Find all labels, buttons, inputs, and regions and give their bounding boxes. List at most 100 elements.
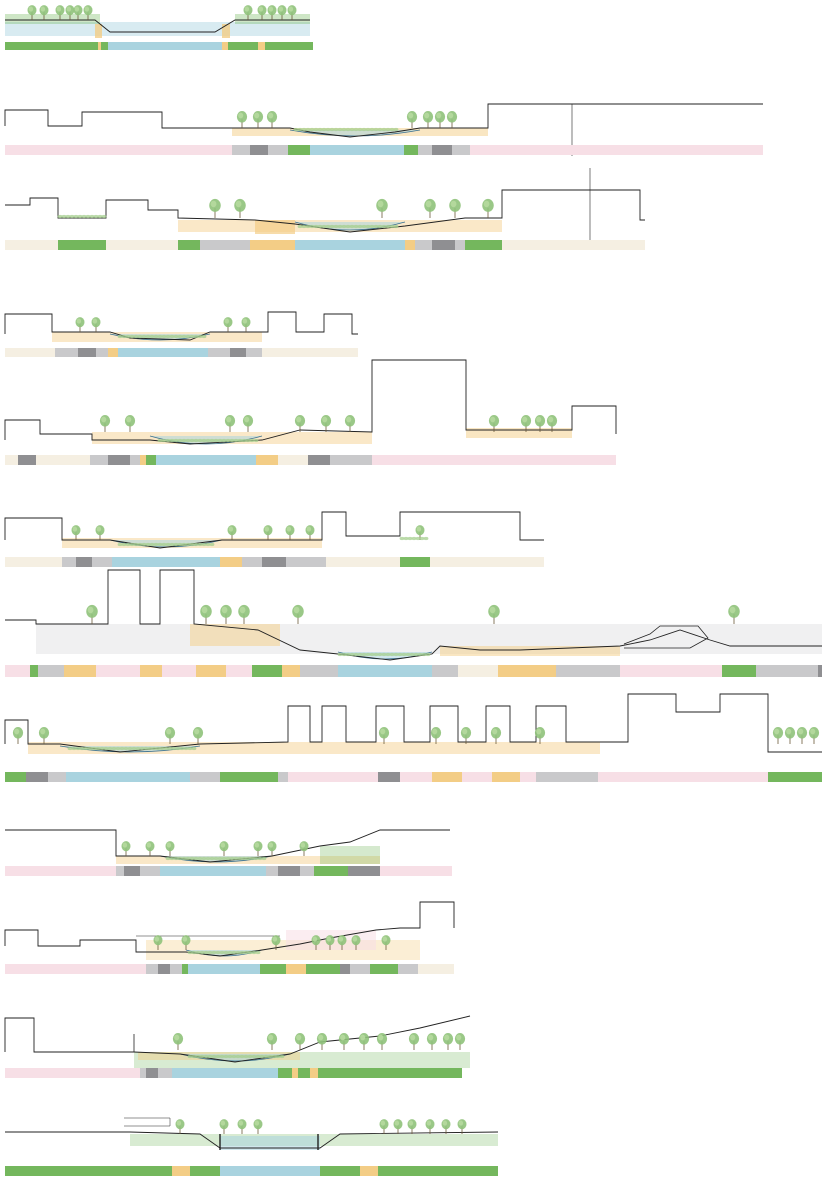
tree — [27, 5, 37, 20]
tree — [488, 604, 500, 624]
shrub — [197, 856, 203, 861]
legend-bar — [5, 348, 358, 357]
shrub — [385, 224, 391, 229]
shrub — [197, 438, 203, 443]
tree-highlight — [254, 112, 260, 119]
shrub — [57, 214, 63, 219]
shrub — [203, 950, 209, 955]
shrub — [77, 214, 83, 219]
tree-highlight — [424, 112, 430, 119]
shrub — [195, 950, 201, 955]
legend-segment — [146, 1068, 158, 1078]
tree-highlight — [462, 728, 468, 735]
shrub — [191, 950, 197, 955]
legend-bar — [5, 1068, 462, 1078]
shrub — [155, 746, 161, 751]
legend-segment — [250, 240, 295, 250]
shrub — [95, 746, 101, 751]
legend-segment — [295, 240, 405, 250]
shrub — [99, 746, 105, 751]
legend-segment — [190, 772, 220, 782]
shrub — [301, 224, 307, 229]
legend-segment — [108, 42, 222, 50]
shrub — [413, 652, 419, 657]
legend-segment — [378, 1166, 498, 1176]
shrub — [165, 856, 171, 861]
shrub — [149, 334, 155, 339]
shrub — [235, 950, 241, 955]
legend-segment — [278, 866, 300, 876]
shrub — [75, 746, 81, 751]
legend-segment — [96, 348, 108, 357]
shrub — [205, 542, 211, 547]
legend-segment — [76, 557, 92, 567]
shrub — [81, 214, 87, 219]
legend-segment — [432, 145, 452, 155]
shrub — [129, 542, 135, 547]
shrub — [157, 334, 163, 339]
tree-highlight — [92, 318, 98, 324]
tree — [252, 111, 264, 128]
tree — [425, 1119, 435, 1134]
tree — [728, 604, 740, 624]
shrub — [173, 542, 179, 547]
tree — [165, 841, 175, 856]
legend-segment — [160, 866, 266, 876]
shrub — [193, 334, 199, 339]
tree-highlight — [380, 728, 386, 735]
shrub — [149, 542, 155, 547]
shrub — [353, 652, 359, 657]
shrub — [417, 652, 423, 657]
shrub — [145, 542, 151, 547]
tree — [83, 5, 93, 20]
tree — [422, 111, 434, 128]
shrub — [389, 652, 395, 657]
shrub — [141, 542, 147, 547]
tree — [95, 525, 105, 540]
tree-highlight — [490, 416, 496, 423]
shrub — [121, 542, 127, 547]
shrub — [153, 334, 159, 339]
shrub — [309, 224, 315, 229]
legend-segment — [458, 665, 498, 677]
shrub — [179, 746, 185, 751]
tree-highlight — [288, 6, 294, 12]
shrub — [189, 438, 195, 443]
shrub — [245, 856, 251, 861]
legend-segment — [5, 240, 58, 250]
shrub — [125, 542, 131, 547]
legend-segment — [124, 866, 140, 876]
shrub — [369, 224, 375, 229]
shrub — [353, 224, 359, 229]
tree-highlight — [166, 842, 172, 848]
legend-segment — [326, 557, 400, 567]
tree — [253, 841, 263, 856]
legend-segment — [288, 772, 378, 782]
shrub — [211, 1054, 217, 1059]
legend-segment — [415, 240, 432, 250]
tree-highlight — [238, 1120, 244, 1126]
shrub — [317, 127, 323, 132]
shrub — [279, 1054, 285, 1059]
shrub — [213, 856, 219, 861]
tree — [234, 198, 246, 218]
shrub — [305, 224, 311, 229]
tree — [242, 415, 254, 432]
tree — [209, 198, 221, 218]
tree-highlight — [378, 1034, 384, 1041]
shrub — [191, 1054, 197, 1059]
shrub — [243, 1054, 249, 1059]
shrub — [251, 950, 257, 955]
legend-segment — [228, 42, 233, 50]
legend-bar — [5, 240, 645, 250]
legend-segment — [5, 665, 30, 677]
tree — [449, 198, 461, 218]
shrub — [381, 127, 387, 132]
shrub — [187, 1054, 193, 1059]
legend-segment — [188, 964, 260, 974]
shrub — [401, 652, 407, 657]
section-outline — [5, 19, 310, 33]
shrub — [247, 1054, 253, 1059]
tree — [442, 1033, 454, 1050]
